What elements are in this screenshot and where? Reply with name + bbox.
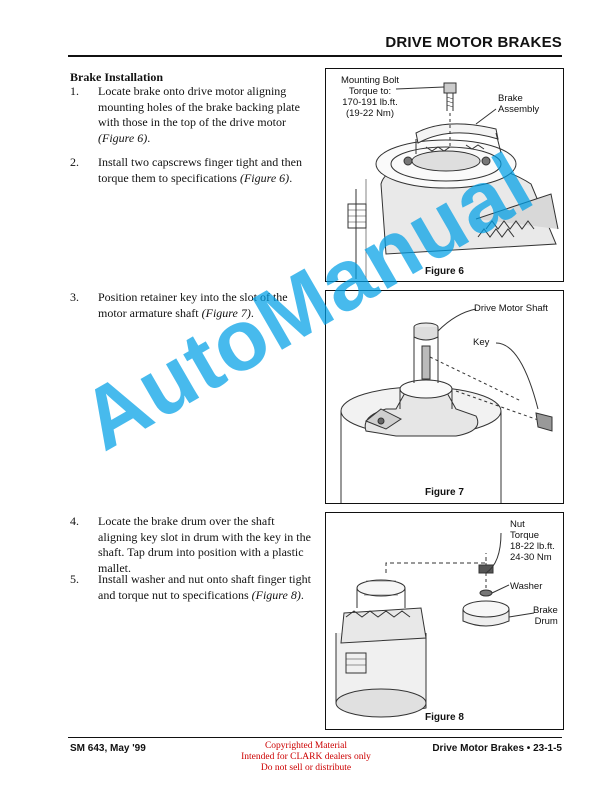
footer-page-number: Drive Motor Brakes • 23-1-5 (432, 743, 562, 754)
figure-6: Mounting Bolt Torque to: 170-191 lb.ft. … (325, 68, 564, 282)
step-5: 5. Install washer and nut onto shaft fin… (70, 572, 315, 603)
brake-assembly-callout: Brake Assembly (498, 93, 539, 115)
header-divider (68, 55, 562, 57)
figure-reference: (Figure 8) (251, 587, 301, 602)
step-end: . (289, 170, 293, 185)
callout-line: 18-22 lb.ft. (510, 541, 555, 552)
figure-caption: Figure 8 (425, 712, 464, 723)
callout-line: Brake (498, 93, 523, 104)
figure-7-illustration (340, 308, 553, 503)
washer-callout: Washer (510, 581, 543, 592)
step-text: Install washer and nut onto shaft finger… (98, 572, 315, 603)
step-number: 3. (70, 290, 79, 304)
callout-line: Assembly (498, 104, 540, 115)
figure-8: Nut Torque 18-22 lb.ft. 24-30 Nm Washer … (325, 512, 564, 730)
step-end: . (147, 130, 151, 145)
step-body: Locate the brake drum over the shaft ali… (98, 514, 311, 575)
step-4: 4. Locate the brake drum over the shaft … (70, 514, 315, 576)
step-end: . (300, 587, 304, 602)
callout-line: 24-30 Nm (510, 552, 552, 563)
figure-7: Drive Motor Shaft Key Figure 7 (325, 290, 564, 504)
step-number: 4. (70, 514, 79, 528)
footer-divider (68, 737, 562, 738)
footer-copyright-notice: Copyrighted Material Intended for CLARK … (206, 741, 406, 774)
mounting-bolt-callout: Mounting Bolt Torque to: 170-191 lb.ft. … (334, 75, 406, 119)
page-title: DRIVE MOTOR BRAKES (385, 34, 562, 51)
step-body: Position retainer key into the slot of t… (98, 290, 288, 320)
step-number: 5. (70, 572, 79, 586)
step-body: Locate brake onto drive motor aligning m… (98, 84, 300, 129)
callout-line: 170-191 lb.ft. (342, 97, 398, 108)
notice-line: Do not sell or distribute (260, 763, 352, 773)
step-text: Locate brake onto drive motor aligning m… (98, 84, 315, 146)
callout-line: Torque (510, 530, 540, 541)
callout-line: (19-22 Nm) (345, 108, 395, 119)
step-3: 3. Position retainer key into the slot o… (70, 290, 315, 321)
key-callout: Key (473, 337, 490, 348)
figure-caption: Figure 7 (425, 487, 464, 498)
figure-reference: (Figure 6) (239, 170, 290, 185)
brake-drum-callout: Brake Drum (533, 605, 558, 627)
figure-reference: (Figure 7) (201, 305, 251, 320)
figure-caption: Figure 6 (425, 266, 464, 277)
figure-6-illustration (347, 82, 559, 279)
callout-line: Nut (510, 519, 525, 530)
step-body: Install washer and nut onto shaft finger… (98, 572, 311, 602)
drive-motor-shaft-callout: Drive Motor Shaft (474, 303, 548, 314)
step-number: 2. (70, 155, 79, 169)
step-text: Position retainer key into the slot of t… (98, 290, 315, 321)
step-text: Install two capscrews finger tight and t… (98, 155, 315, 186)
callout-line: Torque to: (348, 86, 392, 97)
callout-line: Drum (534, 616, 558, 627)
step-body: Install two capscrews finger tight and t… (98, 155, 302, 185)
step-number: 1. (70, 84, 79, 98)
step-2: 2. Install two capscrews finger tight an… (70, 155, 315, 186)
notice-line: Intended for CLARK dealers only (241, 752, 371, 762)
step-text: Locate the brake drum over the shaft ali… (98, 514, 315, 576)
figure-8-illustration (335, 532, 535, 718)
callout-line: Brake (533, 605, 558, 616)
nut-callout: Nut Torque 18-22 lb.ft. 24-30 Nm (510, 519, 555, 563)
step-1: 1. Locate brake onto drive motor alignin… (70, 84, 315, 146)
step-end: . (250, 305, 254, 320)
callout-line: Mounting Bolt (340, 75, 400, 86)
footer-manual-id: SM 643, May '99 (70, 743, 146, 754)
notice-line: Copyrighted Material (264, 741, 348, 751)
section-heading: Brake Installation (70, 70, 164, 84)
figure-reference: (Figure 6) (98, 130, 148, 145)
